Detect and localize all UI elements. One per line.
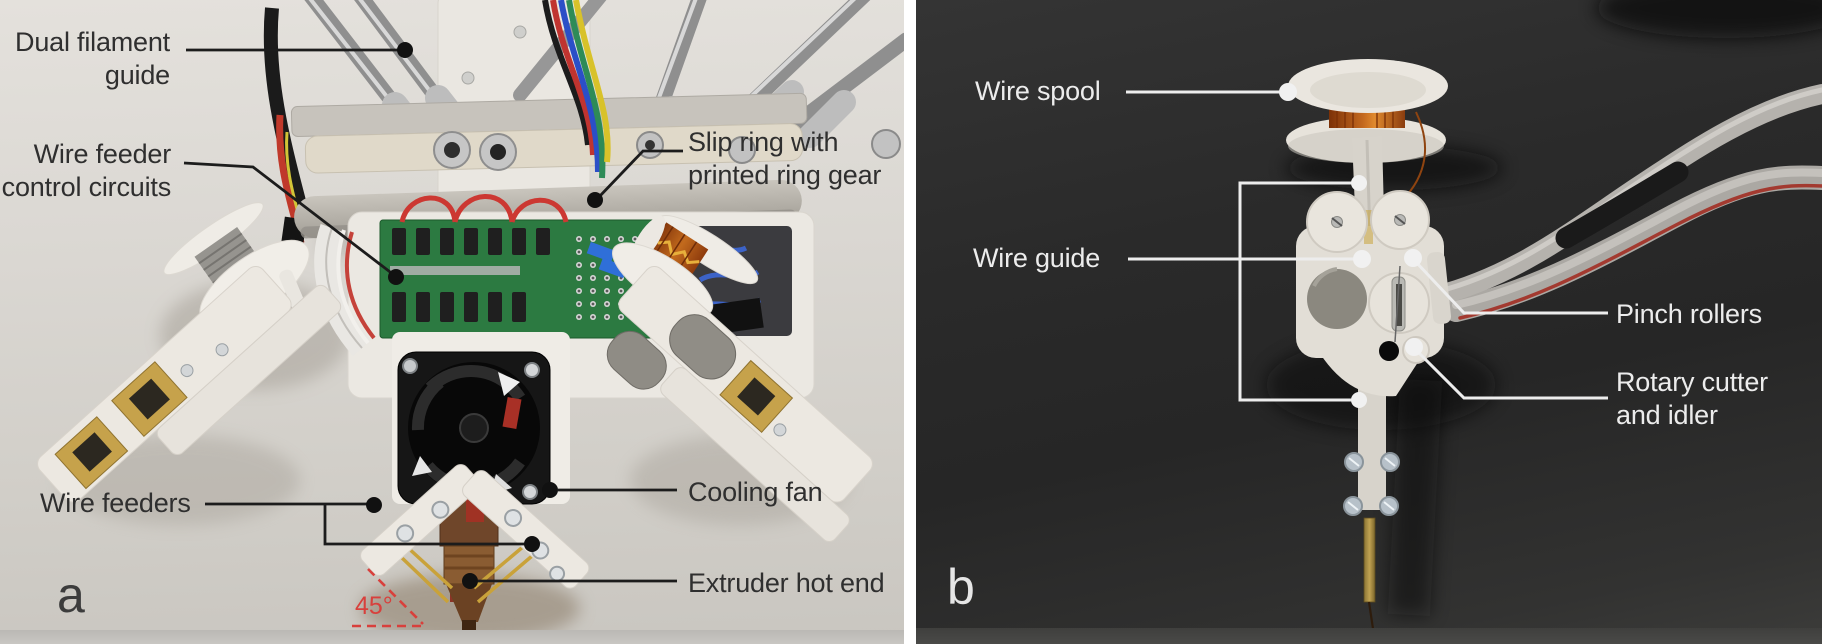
panel-a-bottom-strip (0, 630, 904, 644)
rod-end-bearings (433, 129, 901, 171)
rotary-cutter-part (1368, 265, 1430, 343)
fan-screws (402, 358, 540, 500)
panel-letter-a: a (57, 567, 85, 623)
panel-b-photo (1126, 0, 1822, 643)
panel-a: Dual filament guide Wire feeder control … (0, 0, 904, 644)
leader-cooling-fan (542, 482, 677, 498)
panel-b: Wire spool Wire guide Pinch rollers Rota… (916, 0, 1822, 644)
pcb-components (392, 228, 550, 322)
leader-rotary-cutter (1405, 338, 1608, 400)
leader-wire-feeders (205, 497, 540, 552)
right-wire-feeder (606, 265, 873, 543)
leader-slip-ring (587, 149, 683, 208)
lower-arm (1343, 452, 1400, 643)
ribbon-cable (1426, 84, 1822, 322)
leader-dual-filament-guide (186, 42, 413, 58)
arm-screws (1343, 452, 1400, 516)
wire-bundle (542, 0, 611, 179)
panel-b-bottom-strip (916, 628, 1822, 644)
leader-pinch-rollers (1404, 249, 1608, 315)
wire-spool-part (1286, 59, 1448, 207)
leader-extruder-hot-end (462, 573, 677, 589)
cutter-hole (1379, 341, 1399, 361)
feeder-output-arms (360, 464, 590, 589)
leader-wire-spool (1126, 83, 1297, 101)
carriage-bars (290, 92, 808, 174)
gray-idler-cylinder (1307, 269, 1367, 329)
pinch-rollers-part (1306, 190, 1430, 253)
leader-wire-guide (1128, 175, 1371, 408)
angle-45-marker (352, 568, 424, 628)
leader-wire-feeder-control-circuits (183, 161, 404, 285)
leader-lines-a (183, 42, 683, 628)
extruder-hot-end-part (360, 464, 590, 634)
left-wire-feeder (37, 265, 342, 503)
cooling-fan-part (392, 332, 570, 505)
panel-letter-b: b (947, 559, 975, 615)
label-angle-45: 45° (355, 592, 393, 620)
brass-guide-tube (1363, 517, 1376, 603)
ribbon-cable-left (314, 224, 376, 356)
panel-a-photo (37, 0, 904, 642)
leader-lines-b (1126, 83, 1608, 408)
